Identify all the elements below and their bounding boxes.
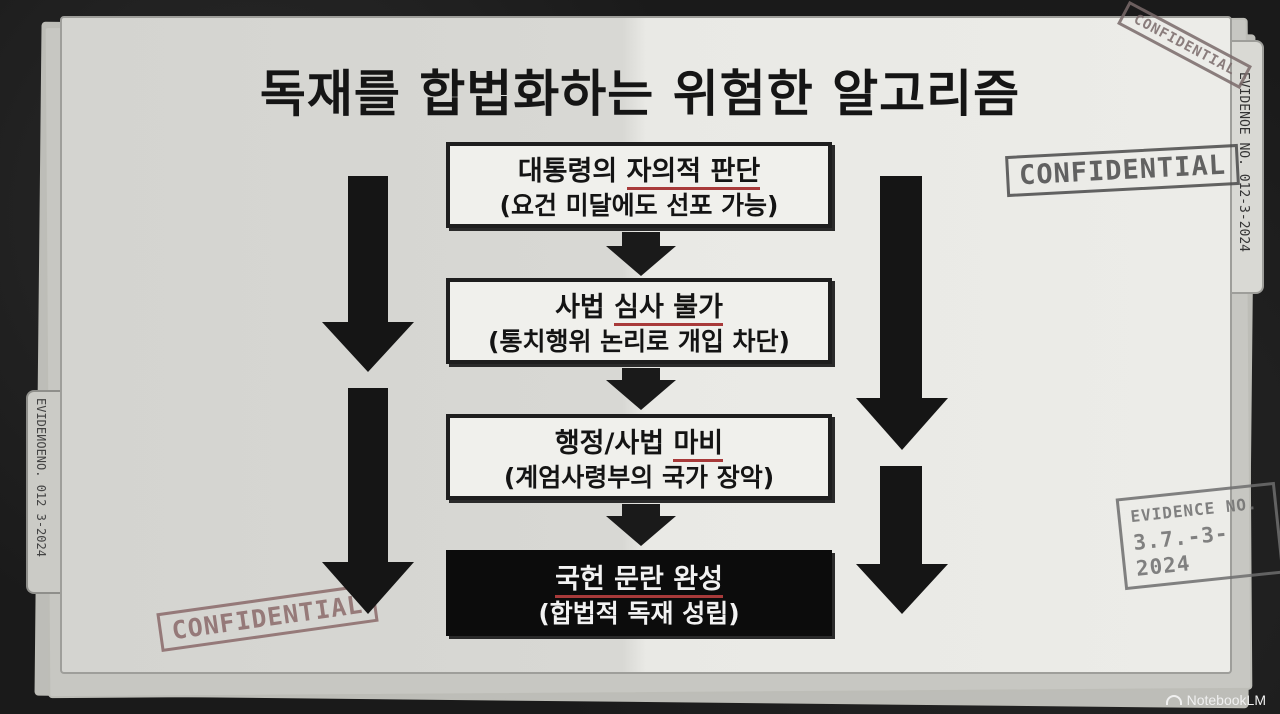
step-4-title-text: 국헌 문란 완성	[555, 564, 723, 598]
step-3-subtitle: (계엄사령부의 국가 장악)	[503, 463, 775, 492]
step-1-subtitle: (요건 미달에도 선포 가능)	[499, 191, 779, 220]
step-1-title-text: 대통령의 자의적 판단	[518, 156, 761, 190]
slide-title: 독재를 합법화하는 위험한 알고리즘	[259, 65, 1021, 123]
side-arrow-right	[856, 176, 948, 614]
step-2-title-text: 사법 심사 불가	[555, 292, 723, 326]
step-4-title: 국헌 문란 완성	[450, 562, 828, 598]
step-3-highlight: 마비	[673, 428, 724, 462]
step-box-4-final: 국헌 문란 완성 (합법적 독재 성립)	[446, 550, 832, 636]
brand-label: NotebookLM	[1186, 692, 1266, 708]
notebooklm-icon	[1165, 695, 1182, 705]
step-2-highlight: 심사 불가	[614, 292, 723, 326]
step-1-highlight: 자의적 판단	[626, 156, 761, 190]
step-2-title: 사법 심사 불가	[450, 290, 828, 326]
step-box-3: 행정/사법 마비 (계엄사령부의 국가 장악)	[446, 414, 832, 500]
folder-tab-left	[26, 390, 64, 594]
step-1-title: 대통령의 자의적 판단	[450, 154, 828, 190]
folder-tab-right	[1228, 40, 1264, 294]
step-2-subtitle: (통치행위 논리로 개입 차단)	[488, 327, 790, 356]
step-4-subtitle: (합법적 독재 성립)	[538, 599, 740, 628]
step-box-1: 대통령의 자의적 판단 (요건 미달에도 선포 가능)	[446, 142, 832, 228]
step-3-title-text: 행정/사법 마비	[555, 428, 724, 462]
side-arrow-left	[322, 176, 414, 614]
brand-watermark: NotebookLM	[1165, 692, 1266, 708]
center-connectors	[606, 232, 676, 546]
step-box-2: 사법 심사 불가 (통치행위 논리로 개입 차단)	[446, 278, 832, 364]
step-3-title: 행정/사법 마비	[450, 426, 828, 462]
